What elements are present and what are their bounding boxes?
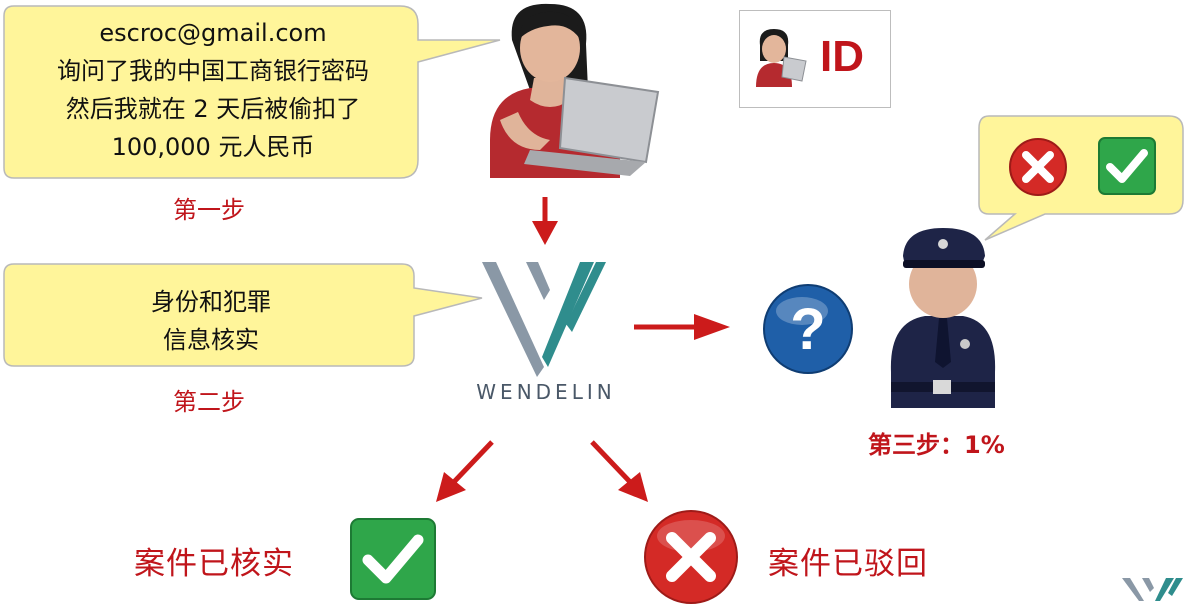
- verification-line-2: 信息核实: [163, 326, 259, 354]
- complaint-text: escroc@gmail.com 询问了我的中国工商银行密码 然后我就在 2 天…: [8, 14, 418, 166]
- wendelin-logo-mark: [482, 262, 606, 377]
- complaint-line-3: 然后我就在 2 天后被偷扣了: [65, 95, 361, 123]
- step-three-label: 第三步：1%: [868, 431, 1005, 459]
- speech-bubble-top: [3, 5, 501, 179]
- check-icon: [1098, 137, 1156, 195]
- id-card: ID: [739, 10, 891, 108]
- case-verified-label: 案件已核实: [134, 546, 294, 582]
- id-card-icon: [756, 29, 807, 87]
- complaint-line-4: 100,000 元人民币: [111, 133, 315, 161]
- arrow-down-right: [590, 440, 648, 502]
- verification-line-1: 身份和犯罪: [151, 288, 271, 316]
- police-officer-icon: [890, 228, 996, 408]
- arrow-right: [634, 314, 730, 340]
- wendelin-wordmark: WENDELIN: [476, 380, 616, 404]
- case-rejected-cross-icon: [644, 510, 738, 604]
- id-label: ID: [820, 32, 864, 81]
- complaint-line-2: 询问了我的中国工商银行密码: [57, 57, 369, 85]
- step-one-label: 第一步: [173, 196, 245, 224]
- woman-with-laptop-icon: [490, 3, 660, 178]
- arrow-down-left: [436, 440, 494, 502]
- complaint-line-1: escroc@gmail.com: [99, 19, 327, 47]
- question-mark-icon: ?: [763, 284, 853, 374]
- speech-bubble-mid: [3, 263, 483, 367]
- arrow-down: [532, 197, 558, 245]
- case-rejected-label: 案件已驳回: [768, 546, 928, 582]
- step-two-label: 第二步: [173, 388, 245, 416]
- case-verified-check-icon: [350, 518, 436, 600]
- verification-text: 身份和犯罪 信息核实: [8, 283, 414, 359]
- wendelin-corner-logo: [1122, 578, 1183, 601]
- cross-icon: [1009, 138, 1067, 196]
- svg-text:?: ?: [790, 297, 825, 362]
